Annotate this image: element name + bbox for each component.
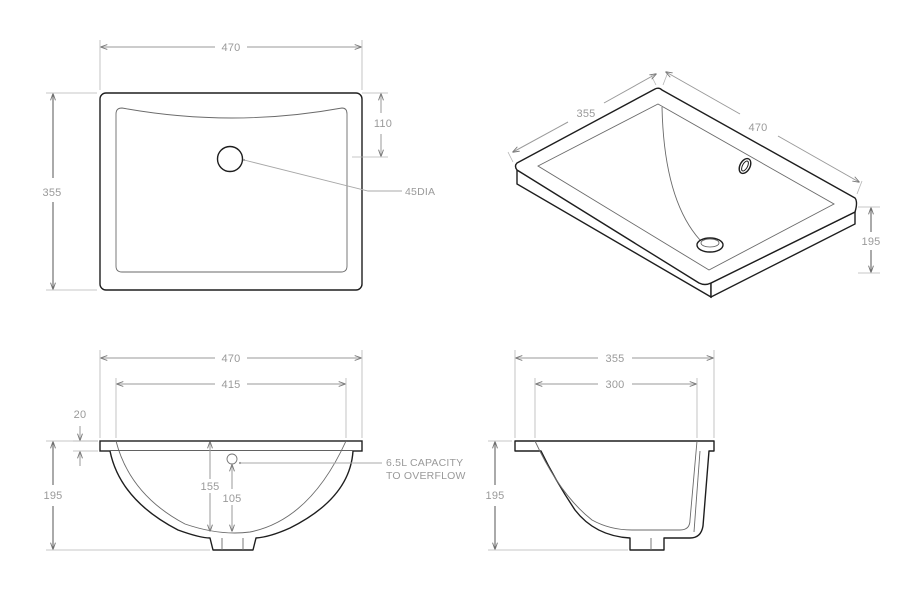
side-inner-width-dimension: 300 — [534, 378, 698, 438]
iso-overflow-slot — [738, 157, 752, 175]
front-rim-dimension: 20 — [73, 409, 98, 466]
top-depth-dimension: 355 — [43, 92, 97, 291]
front-height-dimension: 195 — [44, 440, 210, 551]
side-profile — [514, 440, 715, 551]
iso-depth-dimension: 355 — [507, 74, 656, 163]
front-inner-bowl — [115, 440, 347, 534]
iso-inner-rim — [537, 103, 835, 271]
iso-height-dimension: 195 — [858, 206, 881, 274]
iso-view: 355 470 195 — [507, 72, 881, 299]
front-outer-bowl — [109, 450, 354, 551]
front-overflow-height-dimension: 155 — [201, 442, 220, 531]
side-inner-width-label: 300 — [606, 379, 625, 391]
drain-offset-label: 110 — [374, 118, 392, 130]
front-bowl-height-dimension: 105 — [223, 465, 242, 531]
top-width-label: 470 — [222, 42, 241, 54]
top-width-dimension: 470 — [99, 40, 363, 90]
iso-width-dimension: 470 — [662, 72, 863, 195]
front-inner-width-label: 415 — [222, 379, 241, 391]
side-height-label: 195 — [486, 490, 505, 502]
drain-note-label: 45DIA — [405, 186, 435, 198]
front-width-dimension: 470 — [99, 350, 363, 438]
side-width-label: 355 — [606, 353, 625, 365]
iso-depth-label: 355 — [577, 108, 596, 120]
side-width-dimension: 355 — [514, 350, 715, 438]
drain-hole — [216, 145, 244, 173]
top-depth-label: 355 — [43, 187, 62, 199]
top-view-outer-rim — [99, 92, 363, 291]
front-rim-label: 20 — [74, 409, 87, 421]
top-view: 470 355 110 45DIA — [43, 40, 435, 291]
front-overflow-height-label: 155 — [201, 481, 220, 493]
capacity-note: 6.5L CAPACITY TO OVERFLOW — [238, 457, 466, 482]
iso-slab-top — [514, 87, 858, 286]
front-rim-slab — [99, 440, 363, 452]
side-height-dimension: 195 — [486, 440, 628, 551]
iso-width-label: 470 — [749, 122, 768, 134]
capacity-note-line2: TO OVERFLOW — [386, 470, 466, 482]
side-view: 355 300 195 — [486, 350, 715, 551]
side-inner-contour — [534, 440, 698, 531]
front-view: 470 415 20 195 — [44, 350, 466, 551]
iso-drain — [696, 237, 724, 253]
drain-offset-dimension: 110 — [352, 92, 392, 158]
drain-note-leader: 45DIA — [242, 158, 435, 198]
capacity-note-line1: 6.5L CAPACITY — [386, 457, 463, 469]
front-bowl-height-label: 105 — [223, 493, 242, 505]
iso-height-label: 195 — [862, 236, 881, 248]
iso-bowl-curve — [661, 106, 701, 241]
front-height-label: 195 — [44, 490, 63, 502]
top-view-inner-bowl — [115, 107, 348, 273]
front-overflow-hole — [226, 453, 238, 465]
front-width-label: 470 — [222, 353, 241, 365]
front-inner-width-dimension: 415 — [115, 378, 347, 438]
